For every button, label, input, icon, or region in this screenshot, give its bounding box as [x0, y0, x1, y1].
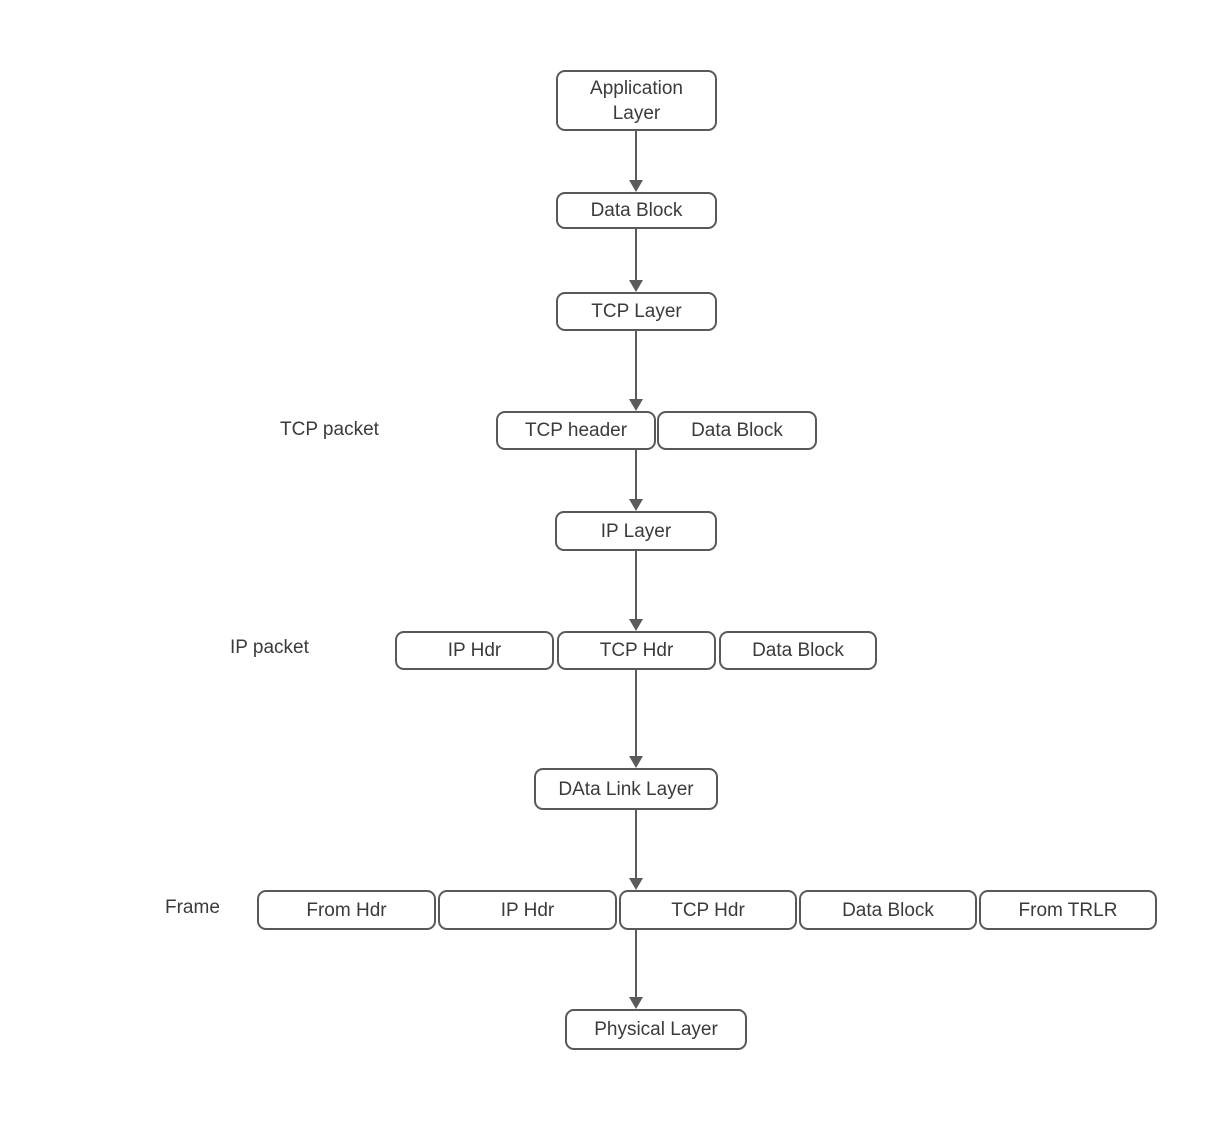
arrow-shaft [635, 930, 637, 999]
label-frame: Frame [165, 897, 220, 918]
node-application-layer: Application Layer [556, 70, 717, 131]
node-tcp-layer: TCP Layer [556, 292, 717, 331]
node-tcp-hdr: TCP Hdr [557, 631, 716, 670]
node-data-block-frame: Data Block [799, 890, 977, 930]
node-data-link-layer: DAta Link Layer [534, 768, 718, 810]
arrow-head-icon [629, 499, 643, 511]
label-tcp-packet: TCP packet [280, 419, 379, 440]
node-tcp-hdr-frame: TCP Hdr [619, 890, 797, 930]
arrow-shaft [635, 229, 637, 282]
arrow-head-icon [629, 619, 643, 631]
arrow-shaft [635, 810, 637, 880]
node-from-hdr: From Hdr [257, 890, 436, 930]
node-tcp-header: TCP header [496, 411, 656, 450]
arrow-head-icon [629, 280, 643, 292]
arrow-head-icon [629, 756, 643, 768]
arrow-head-icon [629, 878, 643, 890]
label-ip-packet: IP packet [230, 637, 309, 658]
node-ip-hdr-frame: IP Hdr [438, 890, 617, 930]
node-data-block-tcp: Data Block [657, 411, 817, 450]
arrow-shaft [635, 450, 637, 501]
node-data-block-top: Data Block [556, 192, 717, 229]
node-ip-hdr: IP Hdr [395, 631, 554, 670]
arrow-shaft [635, 131, 637, 182]
node-data-block-ip: Data Block [719, 631, 877, 670]
arrow-shaft [635, 551, 637, 621]
arrow-shaft [635, 670, 637, 758]
arrow-head-icon [629, 997, 643, 1009]
arrow-head-icon [629, 399, 643, 411]
node-physical-layer: Physical Layer [565, 1009, 747, 1050]
node-from-trlr: From TRLR [979, 890, 1157, 930]
arrow-head-icon [629, 180, 643, 192]
node-ip-layer: IP Layer [555, 511, 717, 551]
arrow-shaft [635, 331, 637, 401]
